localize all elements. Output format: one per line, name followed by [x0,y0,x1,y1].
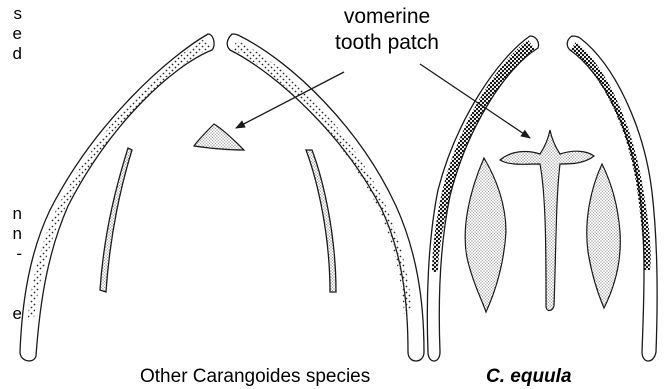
jaw-left-specimen [20,34,424,361]
vomerine-callout-label: vomerine tooth patch [292,4,482,56]
premaxilla-teeth-left-b [234,40,412,314]
jaw-right-specimen [427,36,657,361]
edge-fragment-1: s [0,4,22,24]
edge-fragment-2: e [0,24,22,44]
caption-left: Other Carangoides species [140,366,370,388]
palatine-patch-right-2 [587,164,621,308]
edge-fragment-7: e [0,304,22,324]
edge-fragment-6: - [0,244,22,264]
vomerine-patch-right [500,130,594,311]
edge-fragment-5: n [0,224,22,244]
edge-fragment-4: n [0,204,22,224]
callout-line-2: tooth patch [292,30,482,56]
palatine-band-left-2 [306,150,336,292]
palatine-patch-right-1 [465,158,506,312]
callout-line-1: vomerine [292,4,482,30]
palatine-band-left-1 [100,148,132,292]
caption-right: C. equula [486,366,572,388]
edge-fragment-3: d [0,44,22,64]
